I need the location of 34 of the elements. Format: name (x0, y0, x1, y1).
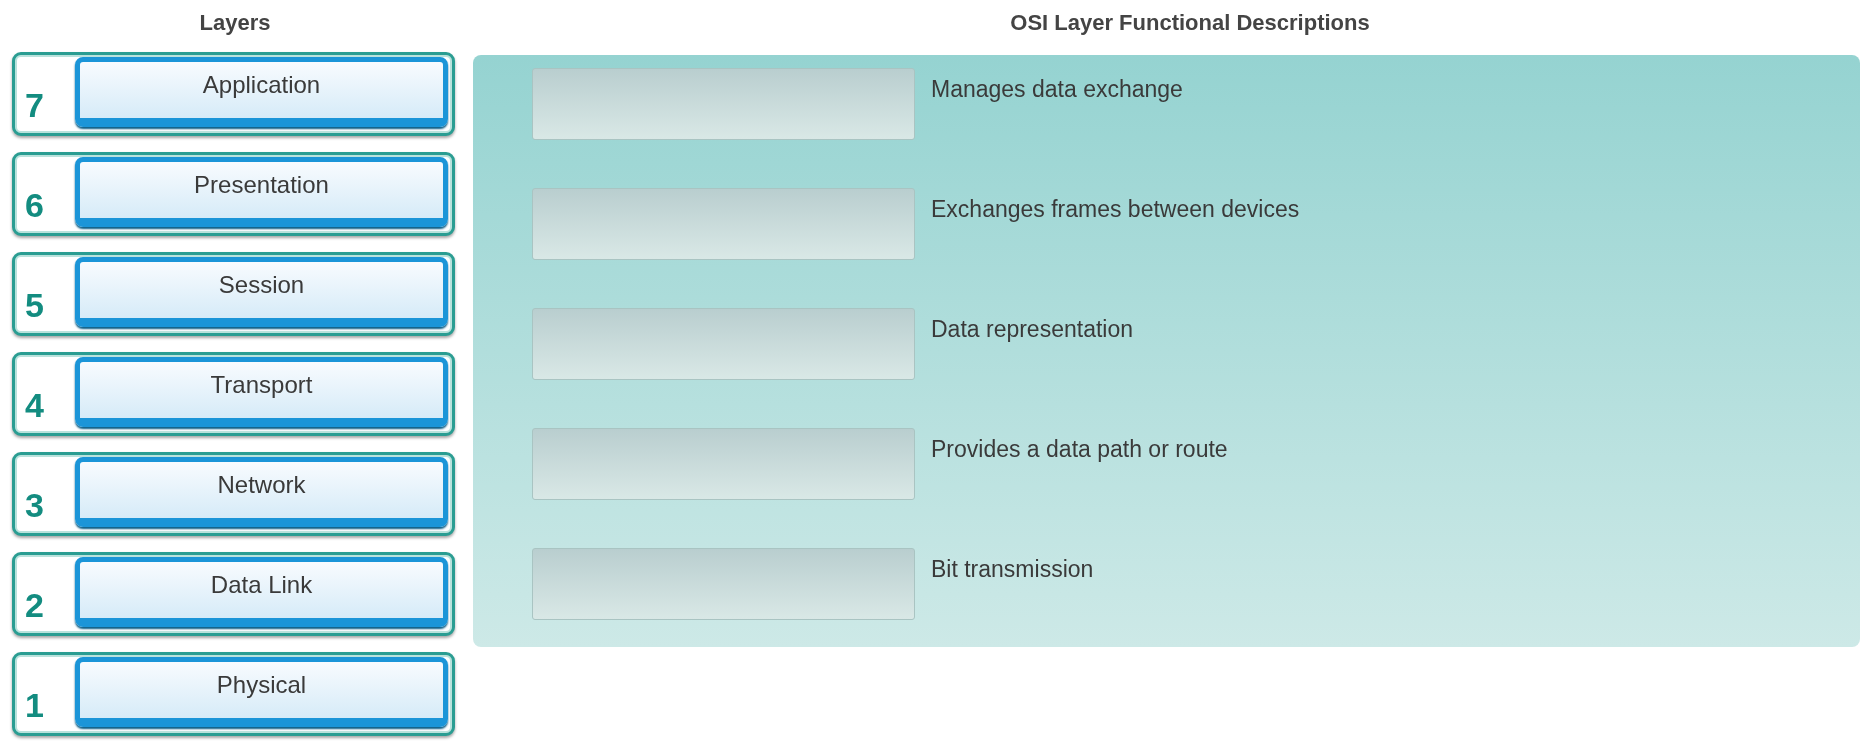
column-heading: Layers (199, 10, 271, 36)
description-text: Data representation (931, 316, 1133, 343)
description-text: Bit transmission (931, 556, 1094, 583)
layer-number: 3 (25, 486, 44, 525)
layer-number: 5 (25, 286, 44, 325)
description-text: Exchanges frames between devices (931, 196, 1300, 223)
layer-button: Transport (75, 357, 448, 427)
layer-card (12, 352, 455, 436)
layer-number: 1 (25, 686, 44, 725)
layer-number: 7 (25, 86, 44, 125)
layer-card (12, 252, 455, 336)
layer-card (12, 452, 455, 536)
descriptions-panel (473, 55, 1860, 647)
layer-button: Physical (75, 657, 448, 727)
layer-card (12, 552, 455, 636)
layer-button: Network (75, 457, 448, 527)
description-text: Provides a data path or route (931, 436, 1228, 463)
drop-target-field (532, 68, 915, 140)
drop-target-field (532, 188, 915, 260)
drop-target-field (532, 548, 915, 620)
layer-number: 2 (25, 586, 44, 625)
layer-card (12, 152, 455, 236)
layer-button: Presentation (75, 157, 448, 227)
drop-target-field (532, 428, 915, 500)
layer-button: Application (75, 57, 448, 127)
layer-button: Session (75, 257, 448, 327)
description-text: Manages data exchange (931, 76, 1183, 103)
layer-number: 6 (25, 186, 44, 225)
layer-card (12, 652, 455, 736)
layer-button: Data Link (75, 557, 448, 627)
column-heading: OSI Layer Functional Descriptions (1010, 10, 1370, 36)
layer-card (12, 52, 455, 136)
drop-target-field (532, 308, 915, 380)
layer-number: 4 (25, 386, 44, 425)
